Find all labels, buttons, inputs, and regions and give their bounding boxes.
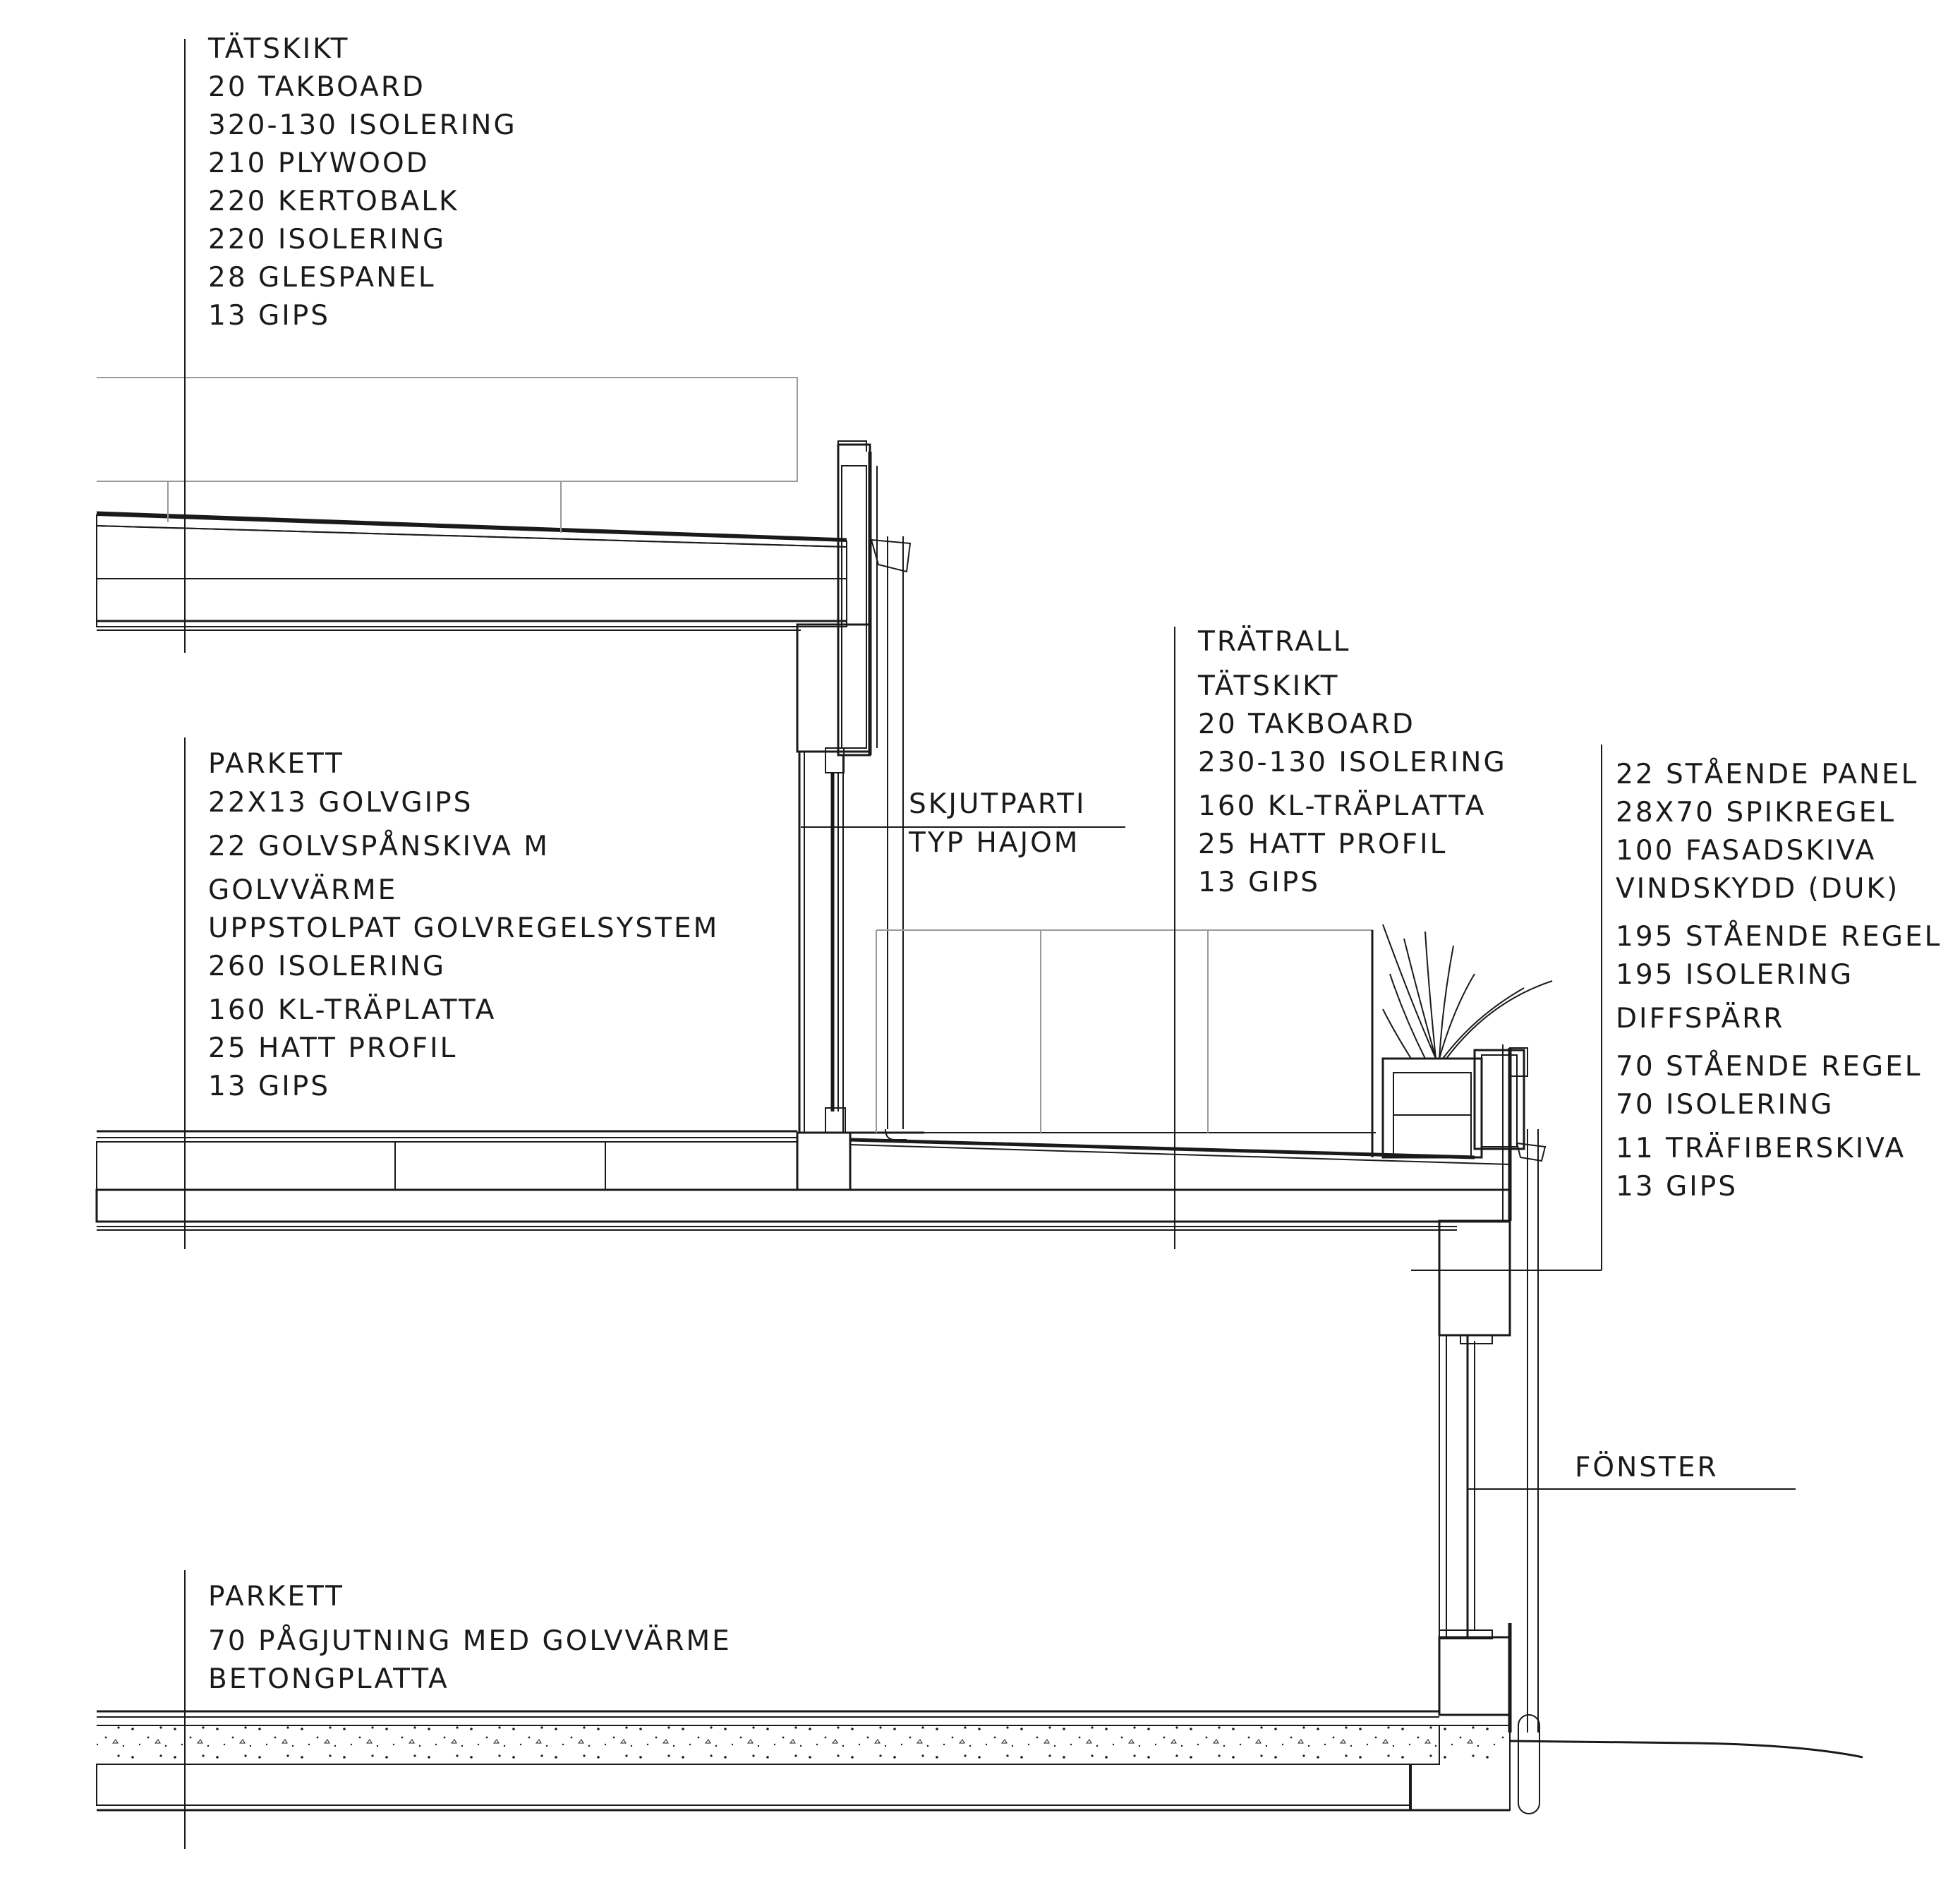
sliding-door-note: TYP HAJOM bbox=[908, 827, 1079, 859]
terrace-note: 230-130 ISOLERING bbox=[1198, 747, 1507, 778]
terrace-notes: TRÄTRALL TÄTSKIKT 20 TAKBOARD 230-130 IS… bbox=[1197, 625, 1507, 898]
wall-note: 22 STÅENDE PANEL bbox=[1616, 757, 1918, 790]
sliding-door-note: SKJUTPARTI bbox=[909, 788, 1087, 820]
wall-notes: 22 STÅENDE PANEL 28X70 SPIKREGEL 100 FAS… bbox=[1616, 757, 1942, 1203]
mid-floor-note: GOLVVÄRME bbox=[208, 874, 397, 906]
slab-notes: PARKETT 70 PÅGJUTNING MED GOLVVÄRME BETO… bbox=[208, 1581, 732, 1695]
ground-slab bbox=[96, 1710, 1863, 1814]
roof-note: 28 GLESPANEL bbox=[208, 262, 436, 294]
mid-floor-note: 260 ISOLERING bbox=[208, 951, 446, 982]
terrace-note: 25 HATT PROFIL bbox=[1198, 828, 1447, 860]
wall-note: 70 ISOLERING bbox=[1616, 1089, 1834, 1121]
terrace-construction bbox=[849, 924, 1553, 1191]
terrace-note: 13 GIPS bbox=[1198, 867, 1320, 898]
window-notes: FÖNSTER bbox=[1575, 1451, 1719, 1483]
wall-note: 70 STÅENDE REGEL bbox=[1616, 1049, 1923, 1083]
sliding-door bbox=[798, 747, 846, 1133]
roof-note: 220 KERTOBALK bbox=[208, 186, 459, 217]
wall-note: 28X70 SPIKREGEL bbox=[1616, 797, 1896, 828]
mid-floor-construction bbox=[95, 1130, 1511, 1231]
mid-floor-note: 160 KL-TRÄPLATTA bbox=[208, 994, 496, 1026]
sliding-door-notes: SKJUTPARTI TYP HAJOM bbox=[908, 788, 1087, 859]
roof-note: 210 PLYWOOD bbox=[208, 147, 430, 179]
terrace-note: TRÄTRALL bbox=[1197, 625, 1350, 658]
leader-lines bbox=[184, 39, 1796, 1849]
terrace-note: TÄTSKIKT bbox=[1197, 670, 1339, 702]
roof-construction bbox=[95, 377, 847, 631]
slab-note: 70 PÅGJUTNING MED GOLVVÄRME bbox=[208, 1624, 732, 1657]
mid-floor-note: PARKETT bbox=[208, 748, 344, 780]
upper-wall bbox=[796, 440, 912, 1129]
mid-floor-note: 13 GIPS bbox=[208, 1071, 330, 1102]
roof-notes: TÄTSKIKT 20 TAKBOARD 320-130 ISOLERING 2… bbox=[207, 32, 517, 332]
window-note: FÖNSTER bbox=[1575, 1451, 1719, 1483]
wall-note: 100 FASADSKIVA bbox=[1616, 835, 1876, 867]
roof-note: TÄTSKIKT bbox=[207, 32, 349, 65]
mid-floor-note: 22 GOLVSPÅNSKIVA M bbox=[208, 829, 550, 862]
roof-note: 320-130 ISOLERING bbox=[208, 109, 517, 141]
wall-note: 13 GIPS bbox=[1616, 1171, 1738, 1203]
terrace-note: 20 TAKBOARD bbox=[1198, 709, 1415, 740]
wall-note: DIFFSPÄRR bbox=[1616, 1002, 1784, 1035]
roof-note: 13 GIPS bbox=[208, 300, 330, 332]
wall-note: VINDSKYDD (DUK) bbox=[1616, 873, 1899, 905]
wall-note: 195 ISOLERING bbox=[1616, 959, 1853, 991]
mid-floor-note: UPPSTOLPAT GOLVREGELSYSTEM bbox=[208, 912, 719, 944]
mid-floor-note: 25 HATT PROFIL bbox=[208, 1032, 457, 1064]
wall-note: 11 TRÄFIBERSKIVA bbox=[1616, 1132, 1906, 1164]
roof-note: 220 ISOLERING bbox=[208, 224, 446, 255]
terrace-note: 160 KL-TRÄPLATTA bbox=[1198, 790, 1486, 822]
wall-note: 195 STÅENDE REGEL bbox=[1616, 920, 1942, 953]
roof-note: 20 TAKBOARD bbox=[208, 71, 425, 103]
slab-note: PARKETT bbox=[208, 1581, 344, 1613]
mid-floor-note: 22X13 GOLVGIPS bbox=[208, 787, 473, 819]
mid-floor-notes: PARKETT 22X13 GOLVGIPS 22 GOLVSPÅNSKIVA … bbox=[208, 748, 719, 1102]
slab-note: BETONGPLATTA bbox=[208, 1663, 449, 1695]
exterior-wall bbox=[1438, 1044, 1547, 1733]
